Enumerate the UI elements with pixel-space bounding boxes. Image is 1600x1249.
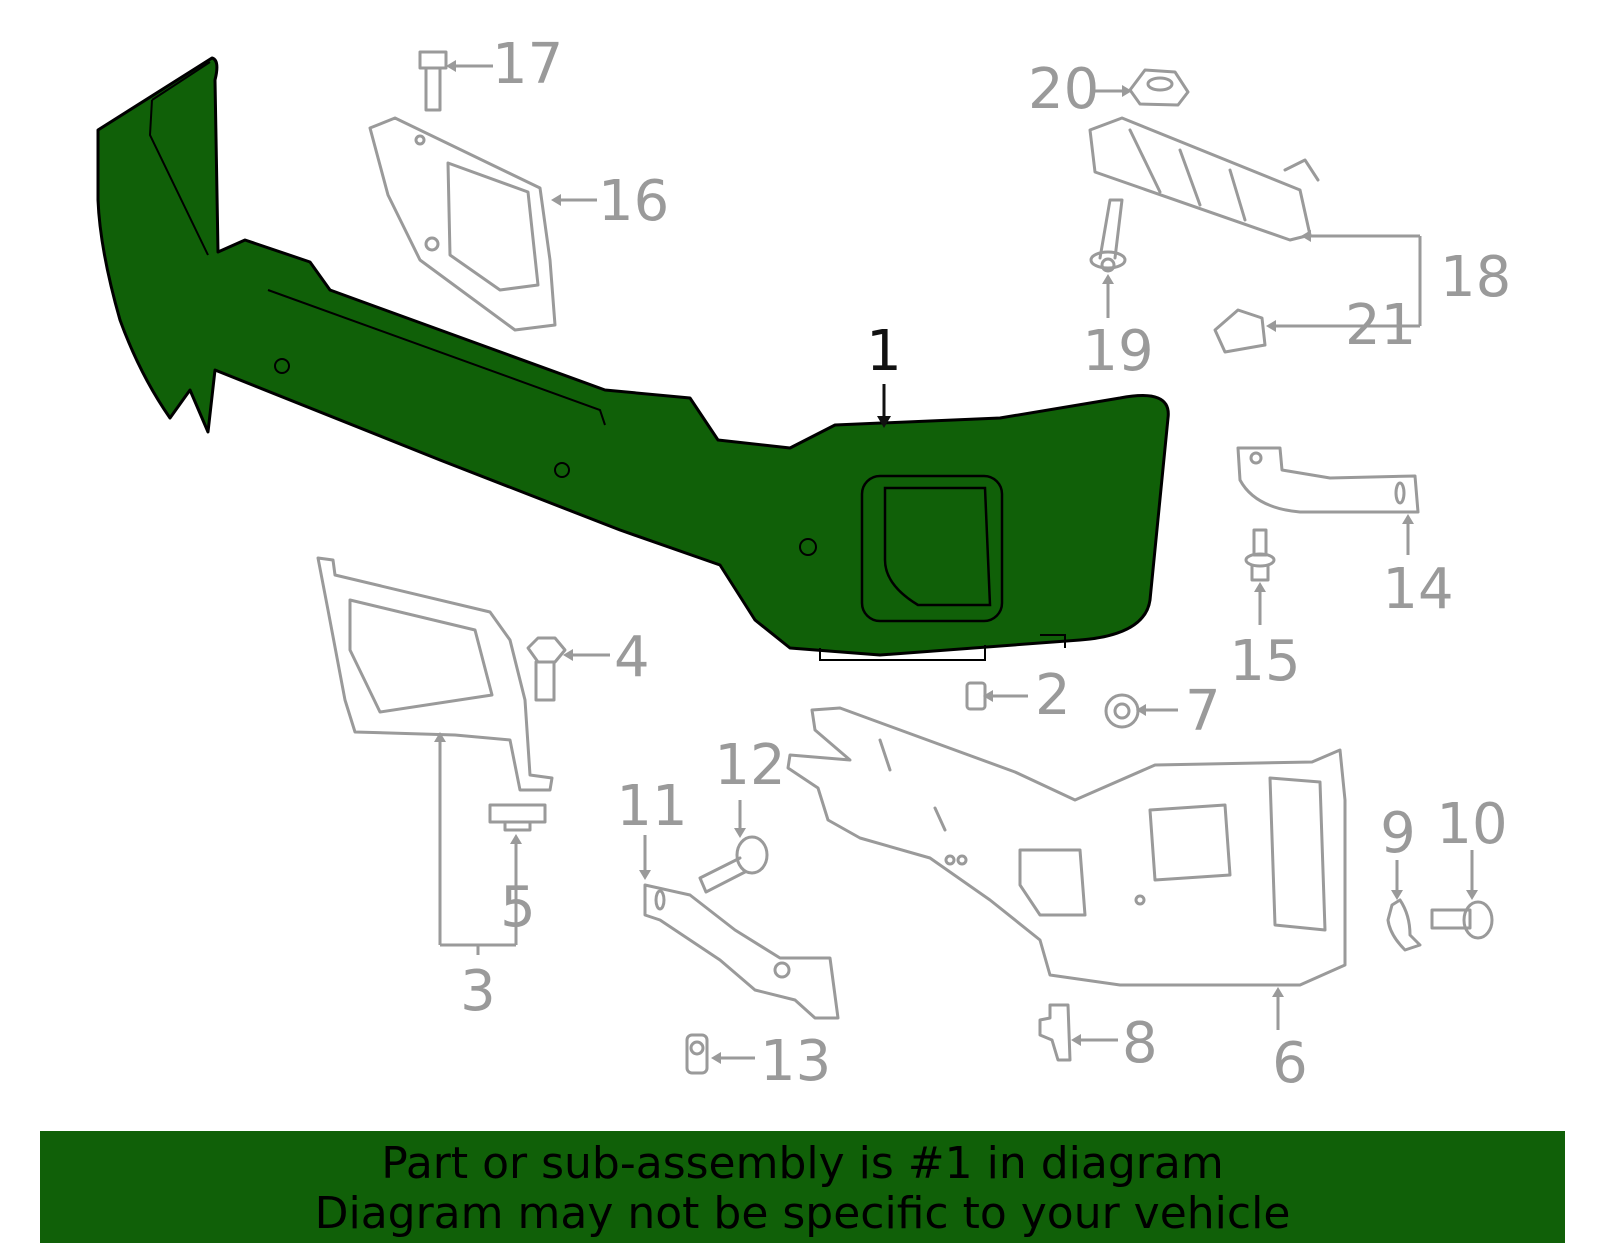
callout-16: 16 [598, 169, 669, 234]
part-4-bolt[interactable] [526, 636, 567, 702]
part-17-bolt[interactable] [418, 50, 448, 112]
part-5-retainer[interactable] [488, 803, 547, 832]
callout-12: 12 [714, 733, 785, 798]
callout-1: 1 [866, 319, 902, 384]
part-7-nut[interactable] [1104, 693, 1140, 729]
part-14-brace[interactable] [1236, 446, 1420, 514]
part-3-bracket[interactable] [316, 556, 554, 792]
callout-7: 7 [1185, 679, 1221, 744]
callout-3: 3 [460, 959, 496, 1024]
callout-11: 11 [616, 774, 687, 839]
part-19-screw[interactable] [1089, 198, 1127, 273]
callout-2: 2 [1035, 663, 1071, 728]
callout-18: 18 [1440, 245, 1511, 310]
callout-19: 19 [1082, 319, 1153, 384]
part-18-bracket[interactable] [1088, 116, 1320, 242]
callout-14: 14 [1382, 557, 1453, 622]
part-16-bracket[interactable] [368, 116, 557, 332]
callout-6: 6 [1272, 1031, 1308, 1096]
part-15-stud[interactable] [1244, 528, 1276, 582]
part-1-bumper[interactable] [96, 56, 1170, 661]
part-10-bolt[interactable] [1430, 900, 1494, 940]
callout-21: 21 [1345, 293, 1416, 358]
callout-4: 4 [614, 625, 650, 690]
banner-line-2: Diagram may not be specific to your vehi… [314, 1188, 1291, 1239]
callout-15: 15 [1229, 629, 1300, 694]
part-9-clip[interactable] [1386, 898, 1422, 952]
callout-20: 20 [1028, 57, 1099, 122]
part-2-plug[interactable] [965, 681, 987, 711]
disclaimer-banner: Part or sub-assembly is #1 in diagram Di… [40, 1131, 1565, 1243]
callout-13: 13 [760, 1029, 831, 1094]
leader-lines [434, 60, 1478, 1064]
callout-10: 10 [1436, 792, 1507, 857]
part-13-clip[interactable] [685, 1033, 709, 1075]
part-12-bolt[interactable] [698, 835, 769, 894]
callout-17: 17 [492, 32, 563, 97]
callout-5: 5 [500, 875, 536, 940]
part-20-nut[interactable] [1128, 68, 1190, 107]
banner-line-1: Part or sub-assembly is #1 in diagram [381, 1138, 1224, 1189]
callout-8: 8 [1122, 1011, 1158, 1076]
part-11-bracket[interactable] [643, 883, 840, 1020]
callout-9: 9 [1380, 801, 1416, 866]
part-6-bracket[interactable] [786, 706, 1347, 987]
part-21-clip[interactable] [1213, 308, 1267, 354]
part-8-clip[interactable] [1038, 1003, 1072, 1062]
